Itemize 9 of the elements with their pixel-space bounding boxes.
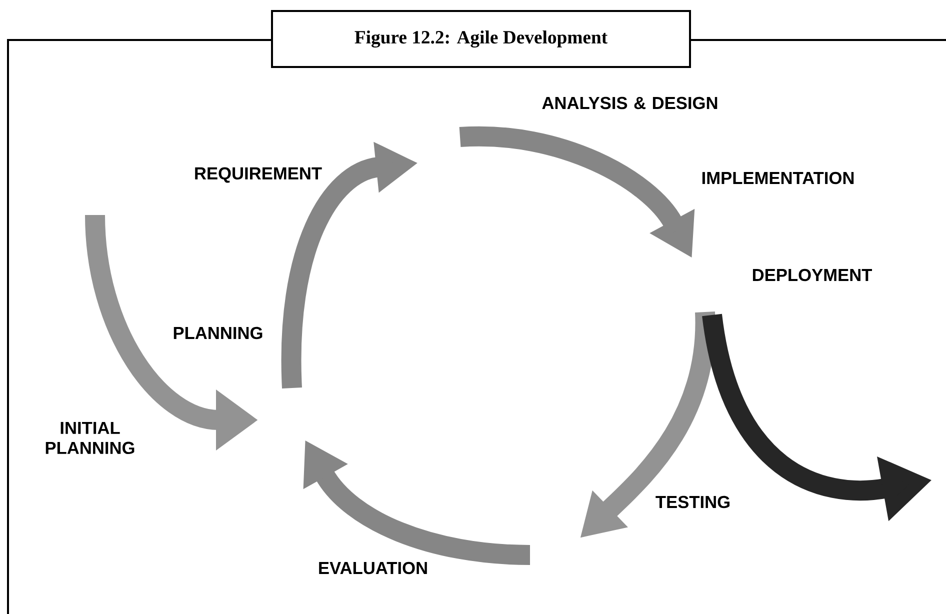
stage-label: PLANNING [174,326,262,340]
stage-label: EVALUATION [319,562,427,574]
stage-label: DEPLOYMENT [752,268,872,282]
stage-label: REQUIREMENT [195,167,322,183]
stage-label: INITIAL PLANNING [46,422,134,454]
stage-label: IMPLEMENTATION [702,172,854,184]
stage-label: ANALYSIS & DESIGN [542,96,718,110]
title-box: Figure 12.2: Agile Development [271,10,691,68]
stage-label: TESTING [656,496,730,508]
